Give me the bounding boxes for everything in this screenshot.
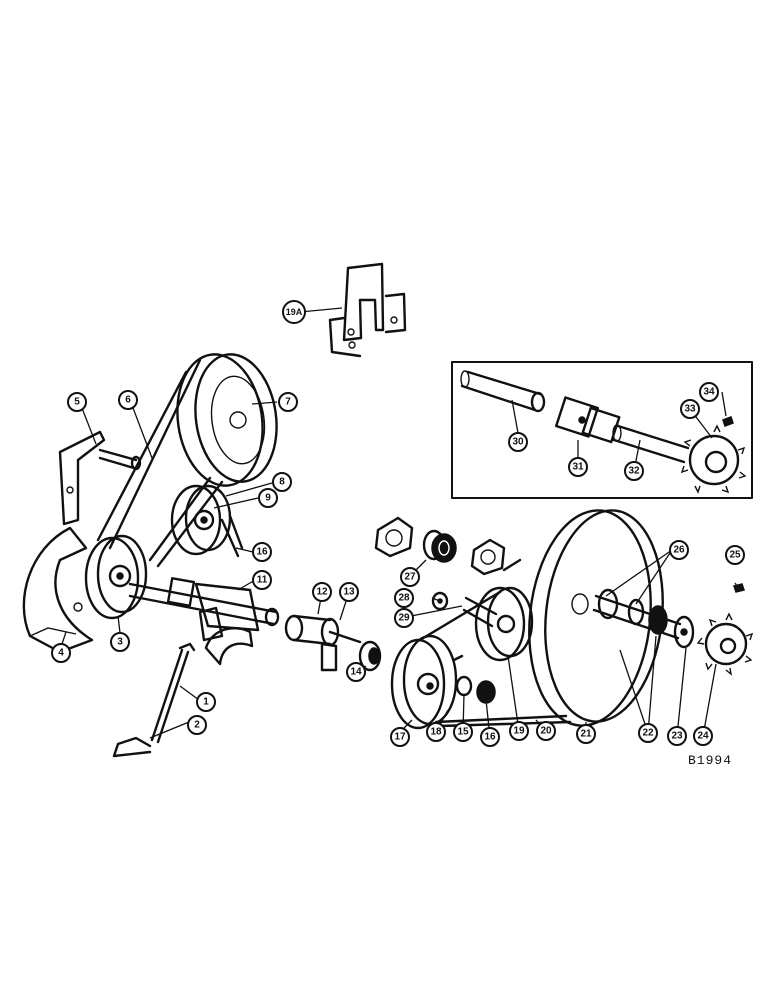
svg-text:20: 20 [540, 726, 552, 737]
callout-34: 34 [699, 382, 719, 402]
callout-16: 16 [480, 727, 500, 747]
svg-text:1: 1 [203, 697, 209, 708]
svg-text:18: 18 [430, 727, 442, 738]
pulley-21 [502, 509, 664, 727]
callout-1: 1 [196, 692, 216, 712]
inset-box [451, 361, 753, 499]
svg-text:7: 7 [285, 397, 291, 408]
svg-text:8: 8 [279, 477, 285, 488]
callout-21: 21 [576, 724, 596, 744]
bracket-19a [328, 262, 407, 358]
callout-16-upper: 16 [252, 542, 272, 562]
callout-26: 26 [669, 540, 689, 560]
svg-text:5: 5 [74, 397, 80, 408]
callout-29: 29 [394, 608, 414, 628]
pulley-3 [84, 534, 148, 620]
svg-text:22: 22 [642, 728, 654, 739]
svg-text:19A: 19A [286, 307, 303, 317]
callout-17: 17 [390, 727, 410, 747]
callout-22: 22 [638, 723, 658, 743]
drawing-reference: B1994 [688, 753, 732, 768]
bearing-14 [358, 640, 382, 672]
svg-text:27: 27 [404, 572, 416, 583]
svg-text:2: 2 [194, 720, 200, 731]
svg-text:15: 15 [457, 727, 469, 738]
svg-text:25: 25 [729, 550, 741, 561]
svg-text:33: 33 [684, 404, 696, 415]
callout-14: 14 [346, 662, 366, 682]
callout-9: 9 [258, 488, 278, 508]
idler-pulley-8 [170, 484, 244, 558]
svg-text:24: 24 [697, 731, 709, 742]
clutch-12-13 [284, 614, 362, 672]
svg-text:29: 29 [398, 613, 410, 624]
callout-7: 7 [278, 392, 298, 412]
callout-8: 8 [272, 472, 292, 492]
svg-text:9: 9 [265, 493, 271, 504]
callout-20: 20 [536, 721, 556, 741]
callout-6: 6 [118, 390, 138, 410]
svg-text:30: 30 [512, 437, 524, 448]
svg-text:3: 3 [117, 637, 123, 648]
shield-4 [22, 526, 94, 654]
key-25 [733, 583, 745, 593]
callout-30: 30 [508, 432, 528, 452]
callout-24: 24 [693, 726, 713, 746]
callout-25: 25 [725, 545, 745, 565]
svg-text:16: 16 [484, 732, 496, 743]
pulley-19 [462, 586, 534, 662]
svg-text:26: 26 [673, 545, 685, 556]
callout-19a: 19A [282, 300, 306, 324]
callout-15: 15 [453, 722, 473, 742]
svg-text:31: 31 [572, 462, 584, 473]
svg-text:14: 14 [350, 667, 362, 678]
callout-5: 5 [67, 392, 87, 412]
callout-2: 2 [187, 715, 207, 735]
flange-bearings [374, 516, 506, 576]
nut-16 [452, 654, 496, 704]
callout-12: 12 [312, 582, 332, 602]
callout-3: 3 [110, 632, 130, 652]
callout-19: 19 [509, 721, 529, 741]
callout-4: 4 [51, 643, 71, 663]
svg-text:13: 13 [343, 587, 355, 598]
svg-text:17: 17 [394, 732, 406, 743]
callout-33: 33 [680, 399, 700, 419]
svg-text:32: 32 [628, 466, 640, 477]
svg-text:28: 28 [398, 593, 410, 604]
bracket-5 [58, 430, 142, 526]
callout-27: 27 [400, 567, 420, 587]
callout-23: 23 [667, 726, 687, 746]
svg-text:16: 16 [256, 547, 268, 558]
svg-text:6: 6 [125, 395, 131, 406]
callout-32: 32 [624, 461, 644, 481]
leader-lines [61, 307, 738, 739]
callout-13: 13 [339, 582, 359, 602]
sprocket-24 [696, 612, 754, 676]
svg-text:23: 23 [671, 731, 683, 742]
svg-text:34: 34 [703, 387, 715, 398]
washer-28 [431, 591, 449, 611]
svg-text:4: 4 [58, 648, 64, 659]
shaft-22 [592, 588, 695, 649]
belt-6 [96, 358, 224, 568]
callout-18: 18 [426, 722, 446, 742]
rod-1 [112, 642, 196, 758]
pulley-7 [176, 353, 278, 487]
callout-11: 11 [252, 570, 272, 590]
shaft-11 [128, 577, 280, 666]
svg-text:19: 19 [513, 726, 525, 737]
callout-28: 28 [394, 588, 414, 608]
svg-text:21: 21 [580, 729, 592, 740]
svg-text:12: 12 [316, 587, 328, 598]
callout-31: 31 [568, 457, 588, 477]
svg-text:11: 11 [257, 575, 268, 586]
